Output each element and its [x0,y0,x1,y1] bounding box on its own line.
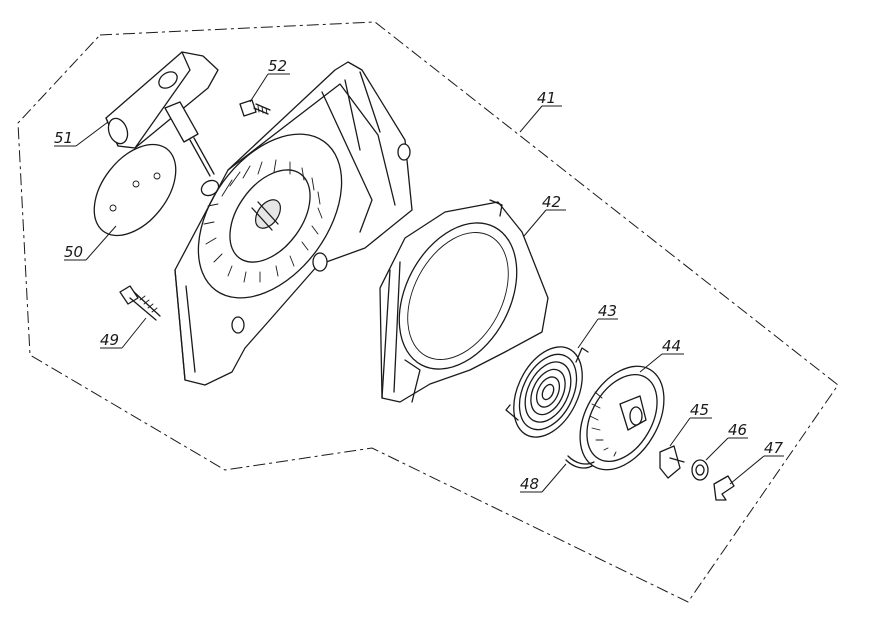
starter-housing [174,61,413,386]
label-50: 50 [64,243,83,261]
leader-lines [54,73,784,493]
label-43: 43 [598,302,617,320]
small-screw [239,99,271,117]
part-labels: 41 42 43 44 45 46 47 48 49 50 51 52 [54,57,784,493]
screw [119,285,161,321]
label-52: 52 [268,57,287,75]
label-45: 45 [690,401,709,419]
pawl [659,445,685,479]
label-44: 44 [662,337,681,355]
pin [713,475,735,501]
starter-disc [93,143,177,237]
recoil-spring [505,346,589,438]
label-47: 47 [764,439,784,457]
label-41: 41 [537,89,556,107]
washer [691,459,709,481]
label-46: 46 [728,421,747,439]
assembly-boundary [17,21,839,603]
label-48: 48 [520,475,539,493]
rope-pulley [579,365,665,471]
label-51: 51 [54,129,73,147]
fan-cover [379,199,549,403]
starter-handle [105,51,219,177]
starter-rope [565,455,595,469]
label-49: 49 [100,331,119,349]
label-42: 42 [542,193,561,211]
